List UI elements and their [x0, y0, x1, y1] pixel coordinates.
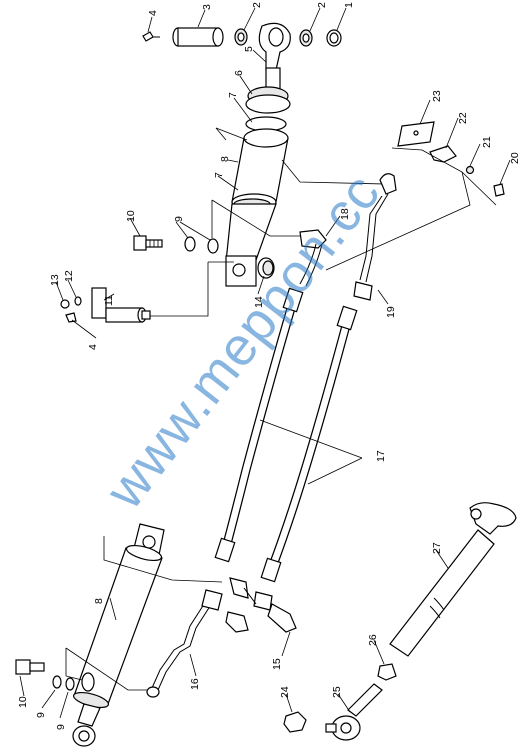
label-24: 24 [279, 686, 291, 698]
label-3: 3 [201, 4, 213, 10]
part-5-rod-end-eye [258, 22, 291, 71]
label-6: 6 [233, 70, 245, 76]
label-16: 16 [189, 678, 201, 690]
part-19-tube-fitting [353, 173, 397, 301]
label-23: 23 [431, 90, 443, 102]
label-1: 1 [343, 2, 355, 8]
label-26: 26 [367, 634, 379, 646]
label-15: 15 [271, 658, 283, 670]
label-22: 22 [457, 112, 469, 124]
label-9-lower-a: 9 [35, 712, 47, 718]
part-4-grease-fitting-top [142, 31, 160, 42]
part-25-rod-end [325, 683, 383, 741]
label-4-lower: 4 [87, 344, 99, 350]
part-18-elbow-fitting [299, 229, 327, 287]
part-21-nut [465, 165, 475, 175]
label-21: 21 [481, 136, 493, 148]
upper-cylinder-assembly [225, 67, 291, 287]
part-3-pin [172, 27, 224, 47]
part-10-bolt-upper [133, 235, 163, 251]
label-25: 25 [331, 686, 343, 698]
label-18: 18 [339, 208, 351, 220]
part-26-lock-nut [377, 663, 397, 681]
part-12-washer [74, 296, 82, 306]
label-12: 12 [63, 270, 75, 282]
part-23-plate [397, 121, 435, 147]
label-11: 11 [103, 295, 115, 306]
label-13: 13 [49, 274, 61, 286]
part-8-cylinder-lower [72, 523, 165, 747]
part-9-washers-upper [184, 236, 219, 254]
label-7-upper: 7 [227, 92, 239, 98]
label-27: 27 [431, 542, 443, 554]
part-14-cap [257, 257, 275, 279]
label-19: 19 [385, 306, 397, 318]
part-13-bolt [60, 299, 70, 309]
label-17: 17 [375, 450, 387, 462]
part-22-clamp [429, 145, 457, 163]
label-20: 20 [509, 152, 520, 164]
part-1-snap-ring [326, 29, 342, 47]
label-9-lower-b: 9 [55, 724, 67, 730]
label-5: 5 [243, 46, 255, 52]
label-10-lower: 10 [17, 696, 29, 708]
part-10-bolt-lower [15, 659, 45, 675]
part-16-tube [146, 577, 249, 698]
part-24-nut [283, 711, 307, 733]
label-14: 14 [253, 296, 265, 308]
label-4-top: 4 [147, 10, 159, 16]
label-8-lower: 8 [93, 598, 105, 604]
part-labels: 4 3 2 2 1 5 6 7 8 7 9 10 18 14 11 12 13 … [17, 2, 520, 730]
label-9-upper: 9 [173, 216, 185, 222]
part-2-bushing-left [234, 28, 248, 46]
part-15-fittings [225, 587, 297, 633]
part-17-hose-right [260, 305, 358, 583]
part-4-grease-fitting-lower [65, 312, 77, 323]
part-8-cylinder-barrel-upper [225, 128, 289, 287]
part-17-hose-left [214, 287, 304, 563]
part-11-pin-with-plate [91, 287, 151, 323]
label-8-upper: 8 [219, 156, 231, 162]
label-2-right: 2 [316, 2, 328, 8]
part-2-bushing-right [299, 29, 313, 47]
label-2-left: 2 [251, 2, 263, 8]
part-9-washers-lower [52, 675, 75, 691]
part-6-wiper [245, 86, 291, 114]
leader-lines [19, 7, 511, 719]
label-7-lower: 7 [213, 172, 225, 178]
label-10-upper: 10 [125, 210, 137, 222]
part-27-link-rod [389, 502, 517, 657]
part-20-bolt [493, 183, 505, 197]
